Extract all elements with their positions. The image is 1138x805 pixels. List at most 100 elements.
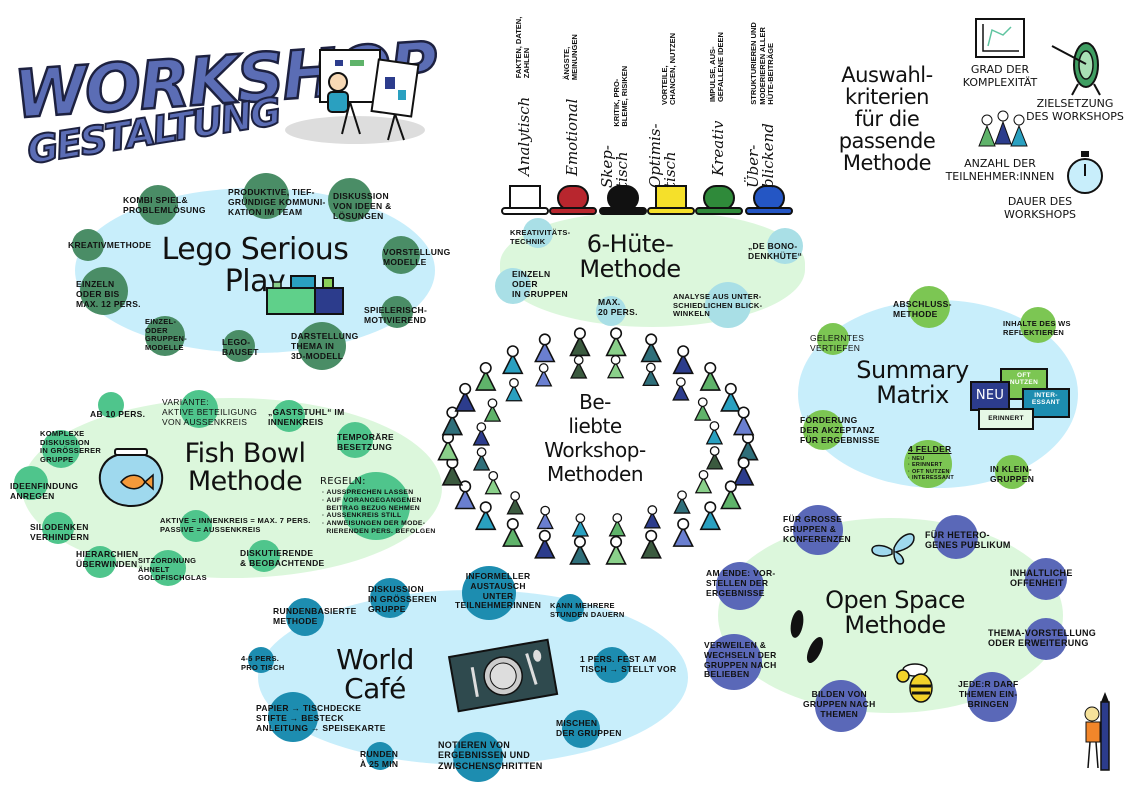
cafe-bubble-label: PAPIER → TISCHDECKE STIFTE → BESTECK ANL… — [256, 703, 386, 733]
butterfly-icon — [871, 533, 915, 565]
lego-bubble-label: VORSTELLUNG MODELLE — [383, 247, 451, 267]
lego-bubble-label: LEGO- BAUSET — [222, 337, 259, 357]
participant-figure — [569, 327, 591, 357]
participant-figure — [720, 382, 742, 412]
cafe-bubble-label: MISCHEN DER GRUPPEN — [556, 718, 622, 738]
hats-bubble-label: „DE BONO- DENKHÜTE“ — [748, 241, 803, 261]
fishbowl-bubble-label: HIERARCHIEN ÜBERWINDEN — [76, 549, 139, 569]
participant-figure — [570, 355, 588, 379]
lego-bubble-label: DARSTELLUNG THEMA IN 3D-MODELL — [291, 331, 359, 361]
lego-bubble-label: PRODUKTIVE, TIEF- GRÜNDIGE KOMMUNI- KATI… — [228, 187, 326, 217]
participant-figure — [672, 518, 694, 547]
fishbowl-rules-heading: REGELN: — [320, 476, 366, 487]
fishbowl-title: Fish Bowl Methode — [184, 438, 306, 498]
openspace-bubble-label: JEDE:R DARF THEMEN EIN- BRINGEN — [958, 679, 1019, 709]
participant-figure — [474, 501, 497, 531]
footprints-icon — [790, 610, 824, 663]
lego-bubble-label: KOMBI SPIEL& PROBLEMLÖSUNG — [123, 195, 206, 215]
fishbowl-rules: · AUSSPRECHEN LASSEN · AUF VORANGEGANGEN… — [322, 489, 436, 536]
fishbowl-bubble-label: KOMPLEXE DISKUSSION IN GRÖßERER GRUPPE — [40, 429, 102, 464]
hat-icon — [745, 185, 793, 215]
summary-fields: · NEU · ERINNERT · OFT NUTZEN · INTERESS… — [908, 456, 955, 481]
criteria-participants: ANZAHL DER TEILNEHMER:INNEN — [945, 157, 1055, 183]
participants-icon — [978, 110, 1028, 147]
stopwatch-icon — [1067, 151, 1103, 194]
fishbowl-bubble-label: AB 10 PERS. — [90, 409, 146, 419]
participant-figure — [484, 470, 502, 495]
participant-figure — [694, 469, 713, 494]
participant-figure — [605, 327, 627, 357]
openspace-bubble-label: FÜR HETERO- GENES PUBLIKUM — [925, 530, 1011, 551]
participant-figure — [441, 456, 464, 486]
participant-figure — [502, 518, 524, 547]
participant-figure — [699, 501, 722, 531]
hats-bubble-label: ANALYSE AUS UNTER- SCHIEDLICHEN BLICK- W… — [673, 292, 763, 319]
fishbowl-bubble-label: SILODENKEN VERHINDERN — [30, 522, 90, 542]
participant-figure — [640, 333, 662, 363]
participant-figure — [705, 421, 724, 445]
fishbowl-bubble-label: VARIANTE: AKTIVE BETEILIGUNG VON AUßENKR… — [162, 397, 258, 427]
participant-figure — [608, 513, 626, 537]
cafe-bubble-label: NOTIEREN VON ERGEBNISSEN UND ZWISCHENSCH… — [438, 740, 543, 771]
criteria-duration: DAUER DES WORKSHOPS — [1004, 195, 1076, 221]
presenter-illustration — [285, 49, 425, 144]
lego-bubble-label: DISKUSSION VON IDEEN & LÖSUNGEN — [333, 191, 392, 221]
openspace-bubble-label: INHALTLICHE OFFENHEIT — [1010, 568, 1073, 589]
criteria-complexity: GRAD DER KOMPLEXITÄT — [962, 63, 1038, 89]
summary-title: Summary Matrix — [856, 356, 969, 410]
center-label: Be- liebte Workshop- Methoden — [544, 390, 646, 486]
target-icon — [1051, 42, 1101, 96]
openspace-title: Open Space Methode — [825, 586, 965, 640]
participant-figure — [536, 505, 554, 530]
fishbowl-bubble-label: TEMPORÄRE BESETZUNG — [337, 432, 395, 452]
lego-bubble-label: EINZEL- ODER GRUPPEN- MODELLE — [145, 317, 187, 352]
summary-bubble-label: ABSCHLUSS- METHODE — [893, 299, 952, 319]
participant-figure — [642, 362, 660, 387]
summary-fields-heading: 4 FELDER — [908, 444, 952, 454]
place-setting-icon — [447, 638, 559, 713]
participant-figure — [699, 361, 722, 391]
openspace-bubble-label: THEMA-VORSTELLUNG ODER ERWEITERUNG — [988, 628, 1097, 649]
participant-figure — [720, 480, 742, 510]
participant-figure — [534, 529, 556, 559]
cafe-bubble-label: DISKUSSION IN GRÖßEREN GRUPPE — [368, 584, 437, 614]
participant-figure — [606, 355, 625, 379]
openspace-bubble-label: AM ENDE: VOR- STELLEN DER ERGEBNISSE — [706, 568, 776, 598]
summary-bubble-label: FÖRDERUNG DER AKZEPTANZ FÜR ERGEBNISSE — [800, 415, 880, 445]
participant-figure — [694, 397, 712, 421]
openspace-bubble-label: VERWEILEN & WECHSELN DER GRUPPEN NACH BE… — [704, 640, 777, 680]
participant-figure — [732, 456, 755, 486]
participant-figure — [505, 377, 523, 402]
cafe-bubble-label: RUNDEN à 25 min — [360, 749, 399, 769]
hats-bubble-label: KREATIVITÄTS- TECHNIK — [510, 228, 571, 246]
criteria-goal: ZIELSETZUNG DES WORKSHOPS — [1026, 97, 1124, 123]
participant-figure — [672, 345, 694, 375]
participant-figure — [705, 446, 724, 470]
participant-figure — [506, 491, 524, 515]
summary-bubble-label: IN KLEIN- GRUPPEN — [990, 464, 1035, 484]
hats-bubble-label: EINZELN ODER IN GRUPPEN — [512, 269, 568, 299]
lego-bricks-icon — [266, 275, 344, 315]
artist-with-pencil-illustration — [1084, 692, 1110, 771]
lego-bubble-label: SPIELERISCH- MOTIVIEREND — [364, 305, 428, 325]
participant-figure — [474, 361, 497, 391]
criteria-heading: Auswahl- kriterien für die passende Meth… — [838, 63, 936, 176]
cafe-title: World Café — [336, 643, 414, 706]
goldfish-bowl-icon — [98, 448, 164, 508]
cafe-bubble-label: KANN MEHRERE STUNDEN DAUERN — [550, 601, 625, 619]
summary-bubble-label: GELERNTES VERTIEFEN — [810, 333, 865, 353]
card-erinnert: ERINNERT — [978, 408, 1034, 430]
cafe-bubble-label: 4-5 PERS. PRO TISCH — [241, 654, 285, 672]
cafe-bubble-label: RUNDENBASIERTE METHODE — [273, 606, 357, 626]
fishbowl-bubble-label: DISKUTIERENDE & BEOBACHTENDE — [240, 548, 325, 568]
participant-figure — [472, 447, 491, 471]
lego-bubble-label: KREATIVMETHODE — [68, 240, 152, 250]
fishbowl-bubble-label: „GASTSTUHL“ IM INNENKREIS — [268, 407, 345, 427]
hats-title: 6-Hüte- Methode — [579, 230, 681, 284]
cafe-bubble-label: 1 PERS. FEST AM TISCH → STELLT VOR — [580, 654, 677, 674]
openspace-bubble-label: FÜR GROßE GRUPPEN & KONFERENZEN — [783, 514, 851, 544]
card-neu: NEU — [970, 381, 1010, 411]
participant-figure — [569, 535, 591, 565]
